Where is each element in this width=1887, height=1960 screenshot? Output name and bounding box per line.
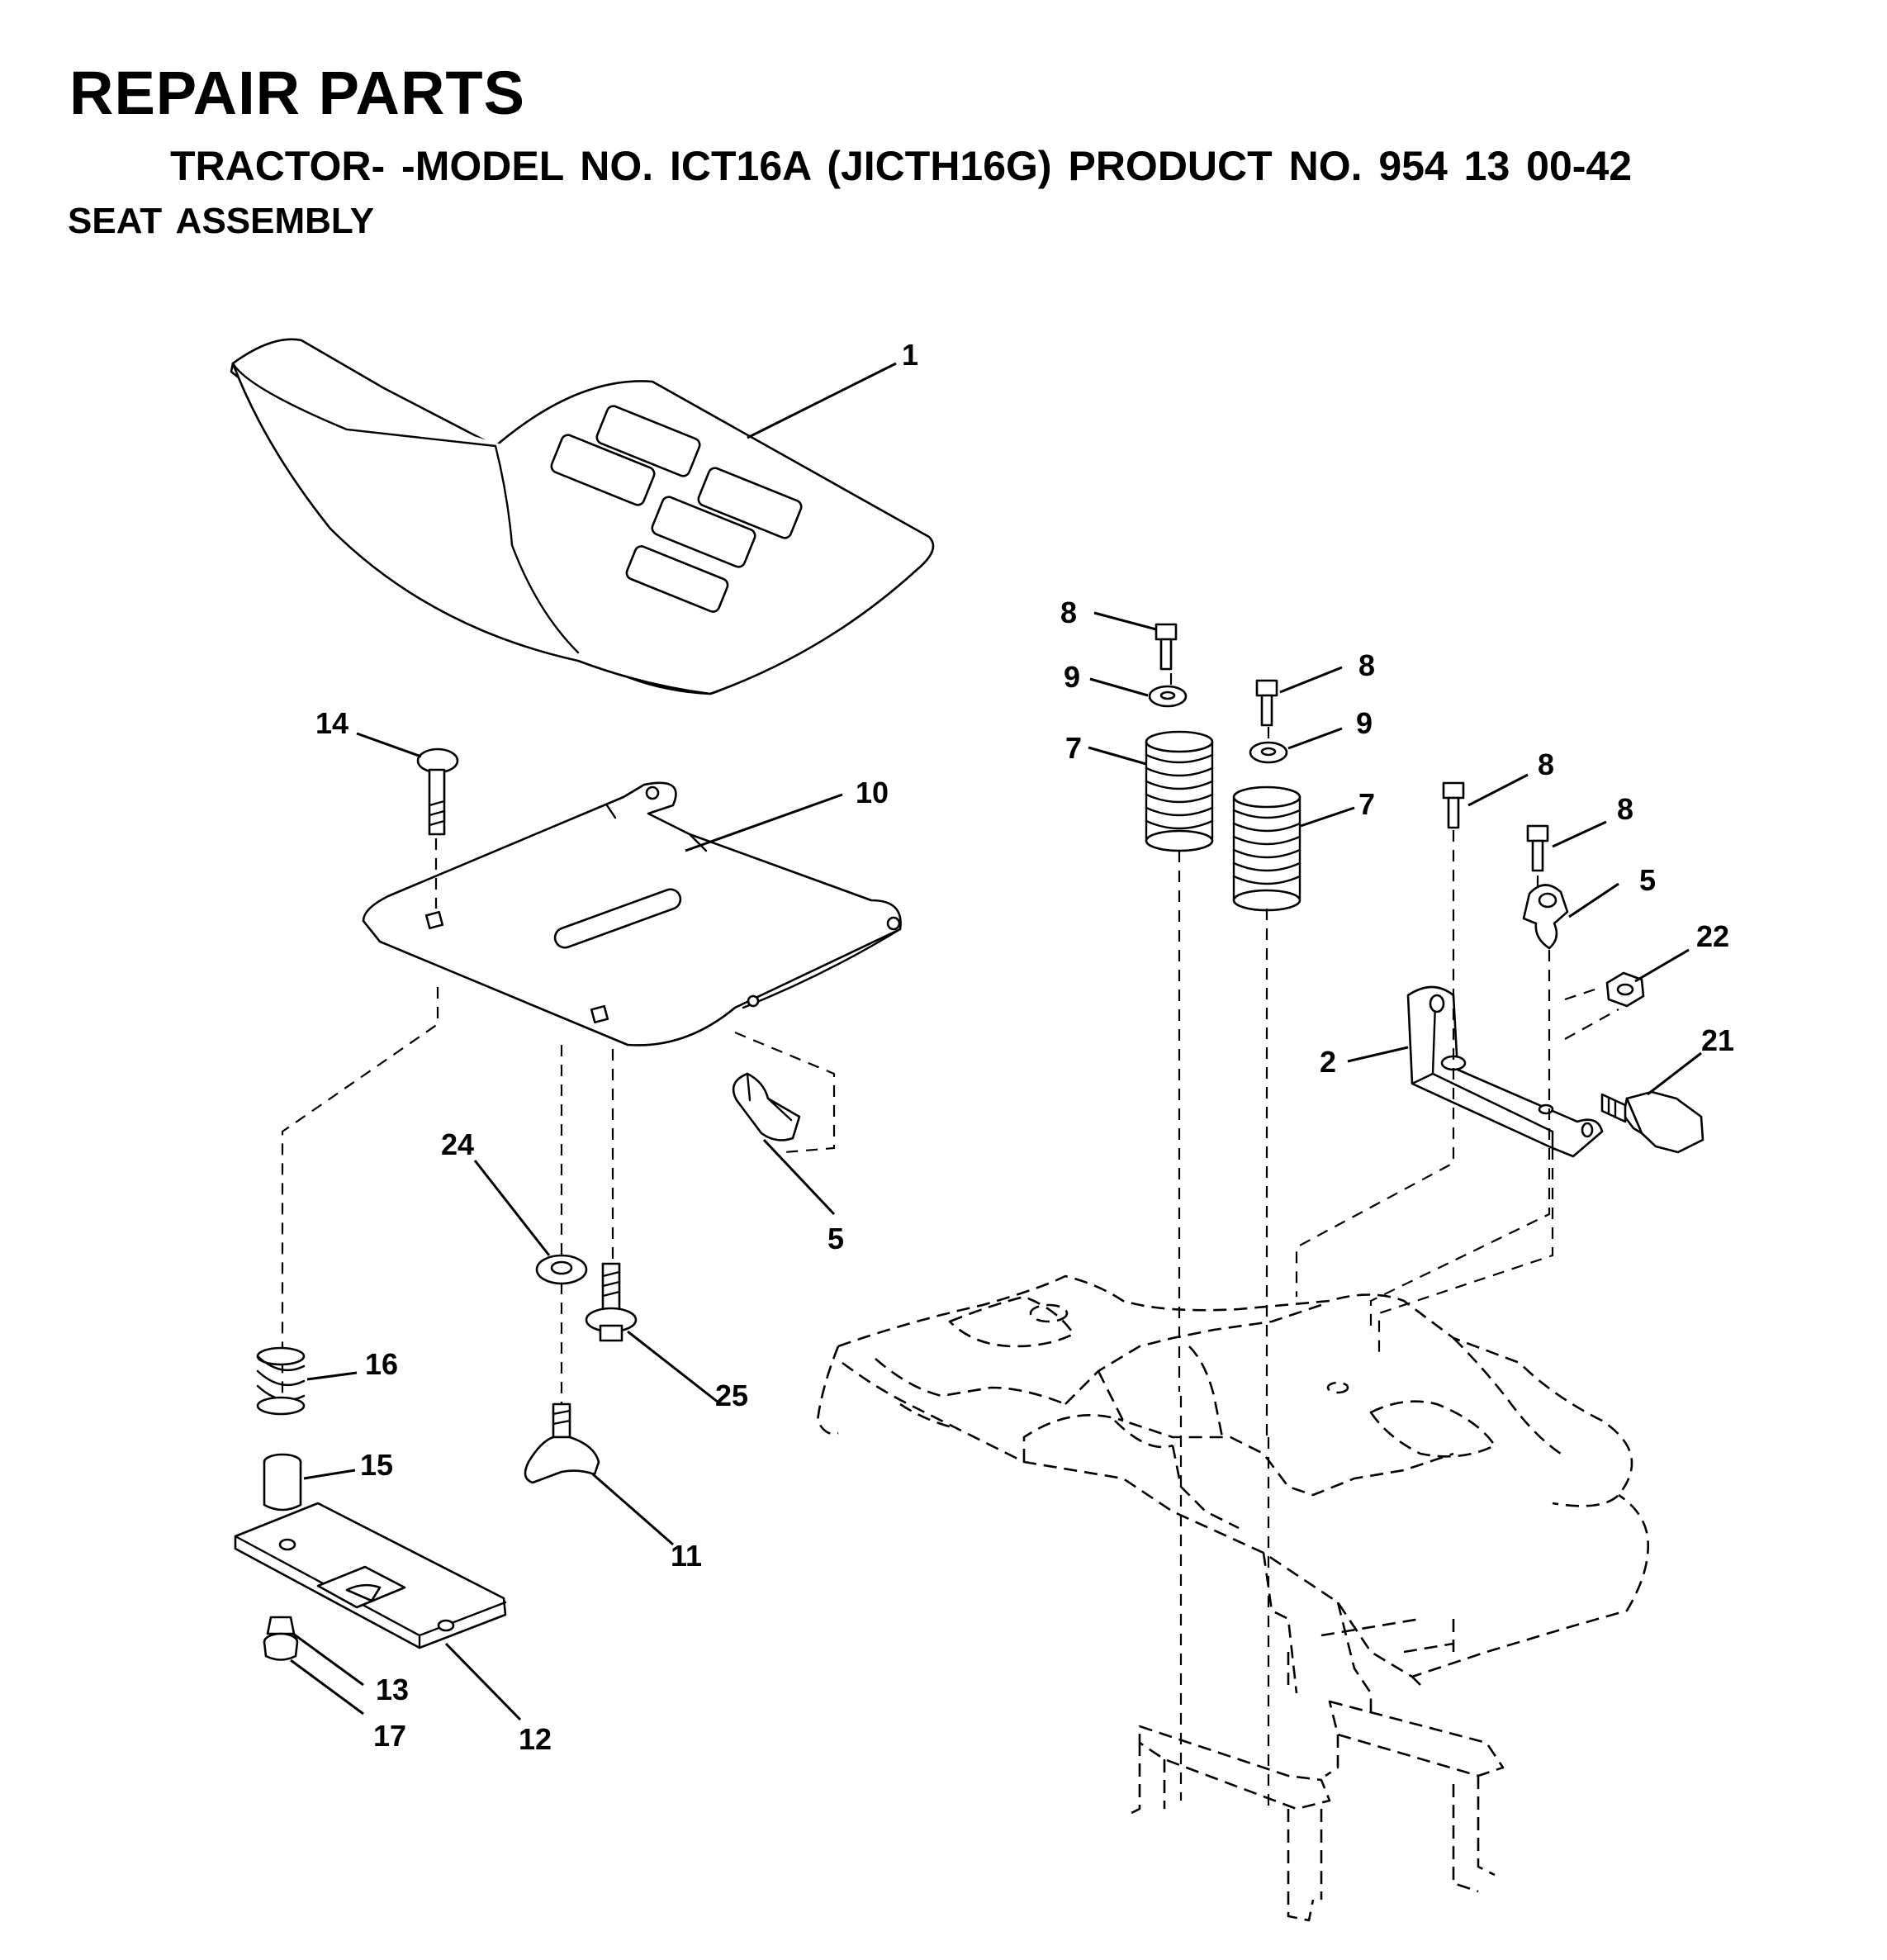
callout-25: 25 (715, 1379, 748, 1412)
callout-12: 12 (519, 1722, 552, 1756)
callout-9a: 9 (1064, 660, 1080, 694)
callout-17: 17 (373, 1719, 406, 1753)
callout-9b: 9 (1356, 706, 1373, 740)
callout-11: 11 (671, 1539, 702, 1573)
leader-5-right (1568, 882, 1619, 918)
callout-16: 16 (365, 1347, 398, 1381)
leader-12 (444, 1642, 522, 1721)
leader-24 (473, 1160, 551, 1256)
washer-9a-part (1148, 685, 1188, 708)
callout-5-left: 5 (827, 1222, 844, 1255)
leader-10 (685, 793, 843, 852)
callout-14: 14 (315, 706, 348, 740)
leader-9b (1287, 727, 1343, 750)
page-title: REPAIR PARTS (69, 59, 525, 127)
hex-bolt-8a-part (1154, 623, 1178, 671)
callout-8a: 8 (1060, 596, 1077, 629)
seat-clip-right-part (1522, 884, 1569, 950)
spring-7a-part (1145, 730, 1214, 852)
callout-8d: 8 (1617, 792, 1633, 826)
leader-1 (747, 362, 897, 439)
leader-17 (290, 1659, 364, 1716)
leader-22 (1634, 948, 1690, 983)
leader-5-left (762, 1138, 836, 1216)
shoulder-bolt-21-part (1600, 1090, 1704, 1154)
leader-21 (1647, 1051, 1702, 1096)
model-subtitle: TRACTOR- -MODEL NO. ICT16A (JICTH16G) PR… (170, 143, 1633, 189)
leader-15 (303, 1469, 356, 1480)
callout-15: 15 (360, 1448, 393, 1482)
leader-16 (306, 1371, 358, 1381)
leader-2 (1347, 1046, 1409, 1063)
bracket-plate-12-part (234, 1502, 507, 1649)
spring-7b-part (1232, 785, 1301, 912)
leader-14 (356, 732, 422, 758)
seat-bracket-2-part (1406, 985, 1604, 1158)
leader-7a (1088, 746, 1147, 766)
section-title: SEAT ASSEMBLY (68, 201, 375, 241)
callout-22: 22 (1696, 919, 1729, 953)
leader-8d (1552, 820, 1607, 848)
callout-21: 21 (1701, 1023, 1734, 1057)
washer-9b-part (1249, 741, 1288, 764)
hex-bolt-8b-part (1255, 679, 1278, 727)
seat-pan-part (362, 781, 902, 1046)
carriage-bolt-part (416, 747, 459, 836)
adjustment-knob-part (524, 1402, 600, 1484)
callout-7a: 7 (1065, 731, 1082, 765)
callout-5-right: 5 (1639, 863, 1656, 897)
nut-17-part (263, 1632, 299, 1661)
fender-frame-outline (816, 1274, 1649, 1718)
callout-8b: 8 (1358, 648, 1375, 682)
callout-2: 2 (1320, 1045, 1336, 1079)
leader-11 (592, 1473, 674, 1546)
hex-nut-22-part (1605, 971, 1645, 1008)
bushing-15-part (263, 1453, 302, 1512)
seat-clip-left-part (732, 1072, 801, 1141)
leader-8a (1093, 611, 1157, 631)
shoulder-bolt-part (585, 1262, 638, 1342)
callout-1: 1 (902, 338, 918, 372)
washer-24-part (535, 1254, 588, 1285)
seat-part (230, 338, 935, 695)
hex-bolt-8d-part (1526, 824, 1549, 872)
nut-13-part (266, 1616, 296, 1635)
callout-24: 24 (441, 1127, 474, 1161)
leader-8c (1467, 773, 1529, 807)
leader-13 (292, 1632, 364, 1687)
leader-9a (1089, 677, 1149, 697)
spring-16-part (256, 1346, 306, 1416)
callout-8c: 8 (1538, 747, 1554, 781)
leader-7b (1300, 806, 1355, 828)
leader-8b (1279, 666, 1343, 694)
callout-10: 10 (856, 776, 889, 809)
lower-frame-outline (1131, 1700, 1505, 1922)
callout-13: 13 (376, 1673, 409, 1706)
hex-bolt-8c-part (1442, 781, 1465, 829)
callout-7b: 7 (1358, 787, 1375, 821)
leader-25 (627, 1330, 719, 1404)
